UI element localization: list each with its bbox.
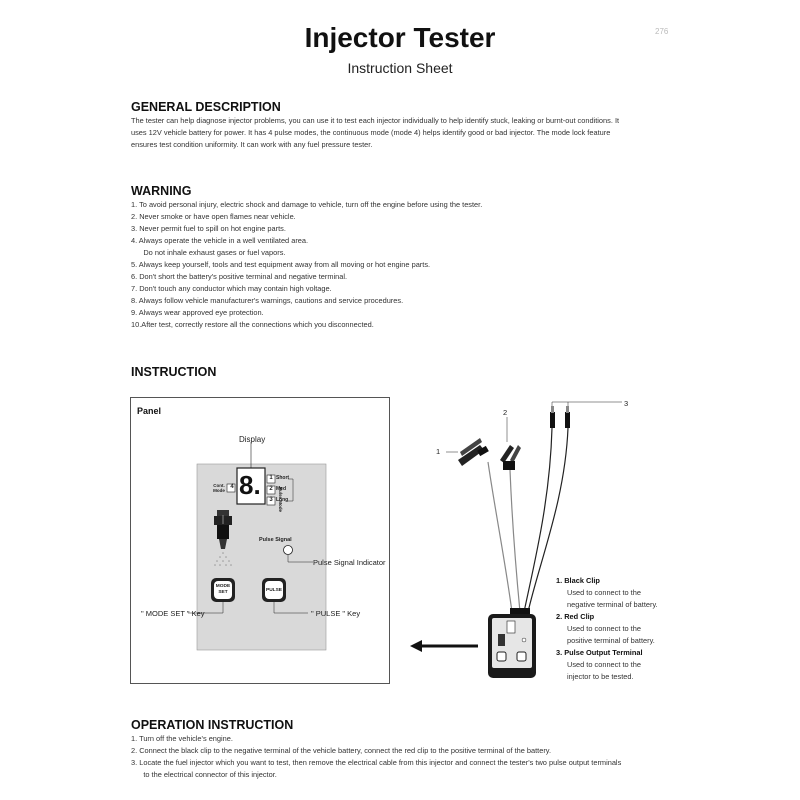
mode-set-button[interactable]: MODE SET (215, 584, 231, 595)
pulse-mode-bracket (288, 478, 294, 502)
cont-mode-number: 4 (230, 484, 234, 490)
panel-title: Panel (137, 406, 162, 416)
injector-icon (214, 510, 232, 549)
legend-item-pulse-output: 3. Pulse Output Terminal Used to connect… (556, 647, 658, 683)
warning-item: 1. To avoid personal injury, electric sh… (131, 200, 483, 209)
mode-box-1 (266, 474, 276, 484)
page-subtitle: Instruction Sheet (347, 60, 453, 76)
warning-item: 8. Always follow vehicle manufacturer's … (131, 296, 404, 305)
callout-2: 2 (503, 408, 508, 417)
black-cable (487, 461, 513, 613)
pulse-key-label: " PULSE " Key (311, 609, 361, 618)
red-clip-icon (500, 445, 521, 470)
operation-heading: OPERATION INSTRUCTION (131, 718, 294, 732)
warning-list: 1. To avoid personal injury, electric sh… (131, 199, 482, 331)
pulse-cable-1 (523, 427, 553, 613)
legend-line: positive terminal of battery. (567, 636, 655, 645)
legend-line: Used to connect to the (567, 624, 641, 633)
general-description-line: ensures test condition uniformity. It ca… (131, 140, 373, 149)
tester-illustration (410, 401, 622, 678)
legend-line: negative terminal of battery. (567, 600, 658, 609)
operation-item: 3. Locate the fuel injector which you wa… (131, 758, 622, 767)
panel-illustration (188, 442, 327, 651)
legend-line: Used to connect to the (567, 588, 641, 597)
callout-1: 1 (436, 447, 441, 456)
warning-item: 10.After test, correctly restore all the… (131, 320, 374, 329)
direction-arrow-head (410, 640, 422, 652)
legend-item-black-clip: 1. Black Clip Used to connect to the neg… (556, 575, 658, 611)
mode-set-key-label: " MODE SET " Key (141, 609, 205, 618)
warning-item: Do not inhale exhaust gases or fuel vapo… (131, 248, 286, 257)
operation-item: to the electrical connector of this inje… (131, 770, 277, 779)
mode-label-short: Short (276, 475, 290, 481)
legend-line: Used to connect to the (567, 660, 641, 669)
mode-label-long: Long (276, 497, 289, 503)
mode-number-3: 3 (269, 497, 273, 503)
mode-number-2: 2 (269, 486, 273, 492)
legend-item-red-clip: 2. Red Clip Used to connect to the posit… (556, 611, 658, 647)
page-number: 276 (655, 27, 669, 36)
warning-item: 3. Never permit fuel to spill on hot eng… (131, 224, 286, 233)
legend-line: injector to be tested. (567, 672, 634, 681)
cont-mode-box (226, 483, 236, 493)
display-digit: 8. (239, 470, 261, 500)
warning-item: 2. Never smoke or have open flames near … (131, 212, 296, 221)
pulse-key-leader-line (273, 602, 308, 614)
mode-box-3 (266, 496, 276, 506)
general-description-heading: GENERAL DESCRIPTION (131, 100, 281, 114)
mode-number-1: 1 (269, 475, 273, 481)
pulse-signal-indicator-label: Pulse Signal Indicator (313, 558, 386, 567)
warning-item: 6. Don't short the battery's positive te… (131, 272, 348, 281)
component-legend: 1. Black Clip Used to connect to the neg… (556, 575, 658, 683)
legend-title: 2. Red Clip (556, 612, 595, 621)
operation-item: 1. Turn off the vehicle's engine. (131, 734, 233, 743)
warning-item: 5. Always keep yourself, tools and test … (131, 260, 431, 269)
general-description-line: uses 12V vehicle battery for power. It h… (131, 128, 611, 137)
general-description-line: The tester can help diagnose injector pr… (131, 116, 620, 125)
warning-item: 4. Always operate the vehicle in a well … (131, 236, 309, 245)
device-face (196, 463, 327, 651)
pulse-signal-led (283, 545, 293, 555)
red-cable (509, 469, 521, 613)
pulse-button[interactable]: PULSE (266, 588, 282, 593)
legend-title: 1. Black Clip (556, 576, 600, 585)
pulse-signal-label: Pulse Signal (259, 537, 292, 543)
pulse-output-terminals-icon (550, 406, 570, 428)
pulse-cable-2 (527, 427, 569, 613)
pulse-mode-label: Pulse Mode (278, 487, 283, 513)
warning-heading: WARNING (131, 184, 192, 198)
instruction-heading: INSTRUCTION (131, 365, 217, 379)
legend-title: 3. Pulse Output Terminal (556, 648, 643, 657)
callout-3: 3 (624, 399, 629, 408)
mode-label-med: Med (276, 486, 286, 492)
spray-icon (214, 552, 232, 566)
mode-key-leader-line (188, 602, 224, 614)
display-label: Display (239, 435, 266, 444)
page-title: Injector Tester (304, 22, 496, 53)
black-clip-icon (458, 438, 489, 466)
general-description-text: The tester can help diagnose injector pr… (131, 115, 691, 151)
warning-item: 9. Always wear approved eye protection. (131, 308, 264, 317)
mode-box-2 (266, 485, 276, 495)
panel-box (130, 397, 390, 684)
cont-mode-label: Cont. Mode (213, 483, 225, 493)
operation-item: 2. Connect the black clip to the negativ… (131, 746, 551, 755)
operation-list: 1. Turn off the vehicle's engine. 2. Con… (131, 733, 621, 781)
warning-item: 7. Don't touch any conductor which may c… (131, 284, 332, 293)
